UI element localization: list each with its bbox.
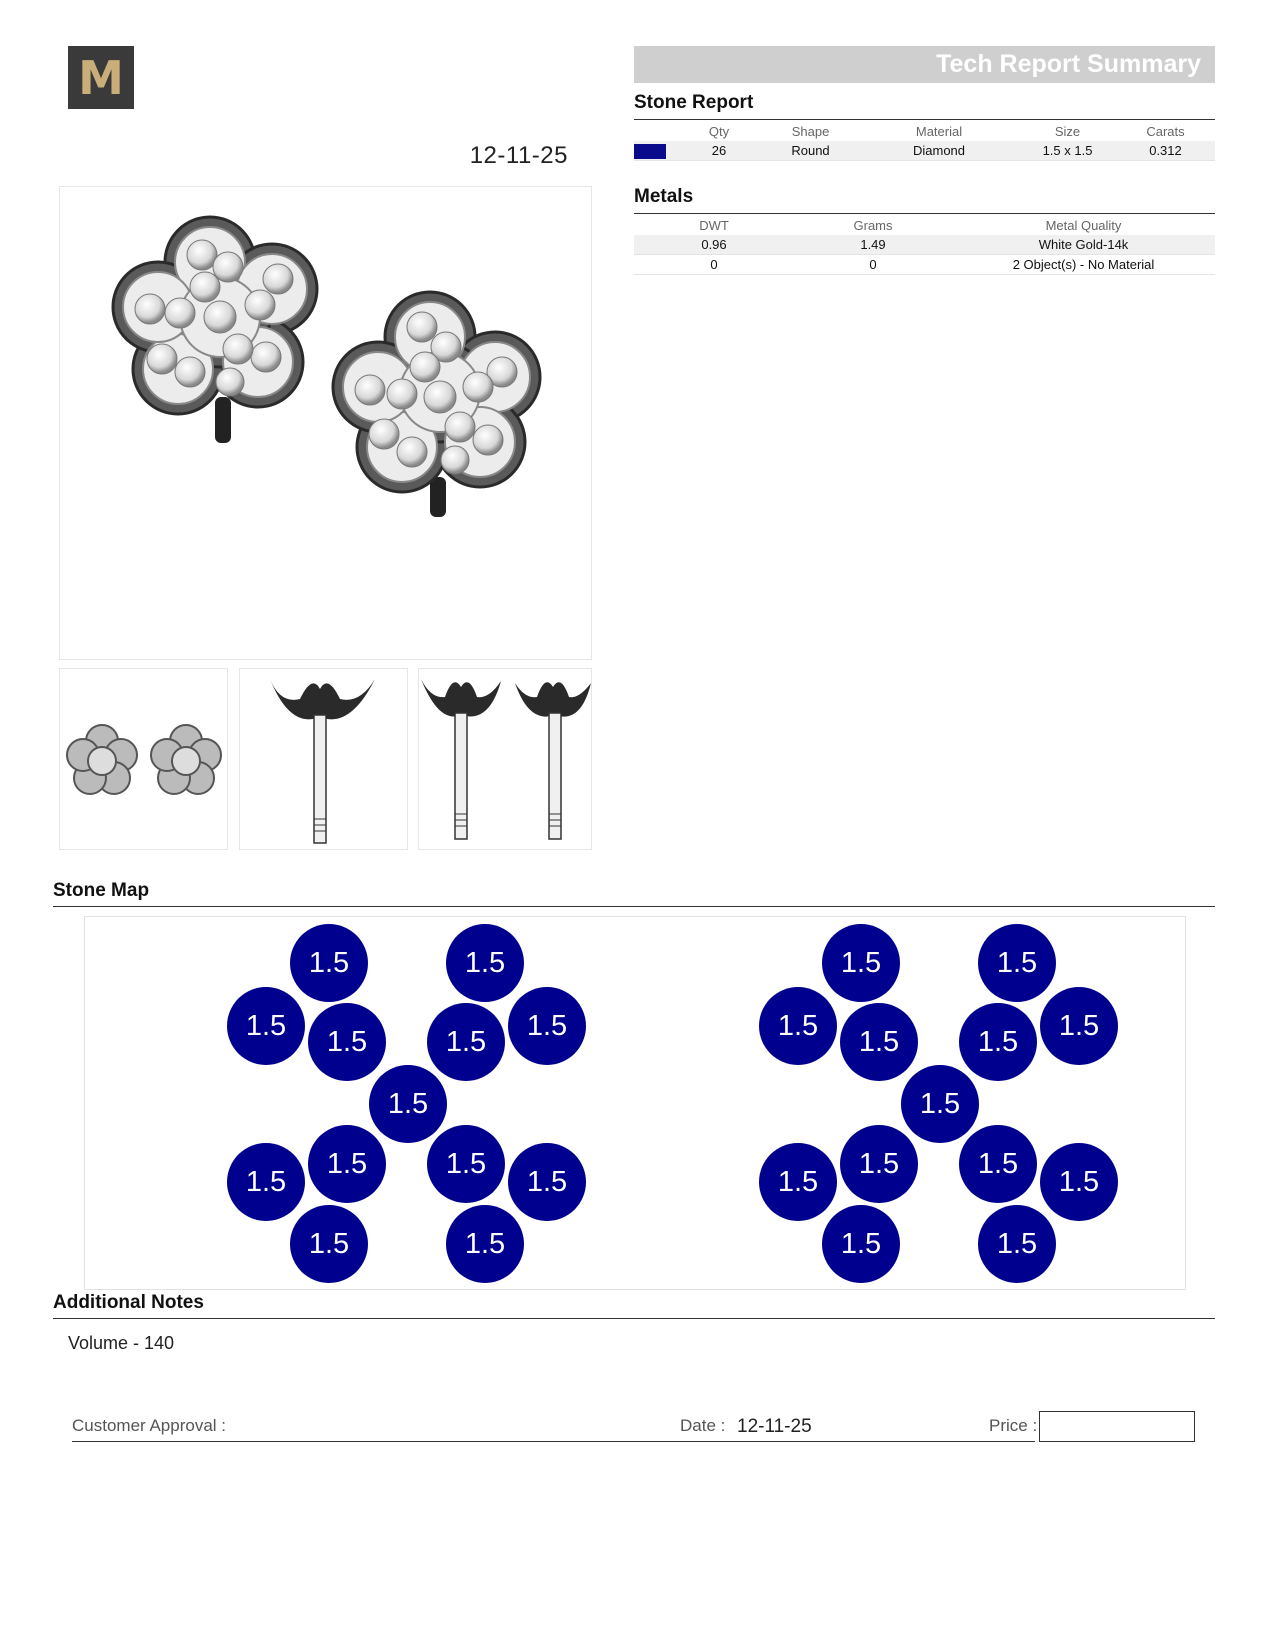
stone-qty: 26	[676, 141, 762, 161]
stone-marker: 1.5	[840, 1125, 918, 1203]
metal-quality: 2 Object(s) - No Material	[952, 254, 1215, 275]
additional-notes-rule	[53, 1318, 1215, 1319]
price-label: Price :	[989, 1416, 1038, 1435]
stone-marker: 1.5	[446, 924, 524, 1002]
approval-date: 12-11-25	[737, 1416, 812, 1437]
stone-size: 1.5 x 1.5	[1019, 141, 1116, 161]
date-label: Date :	[680, 1416, 726, 1435]
stone-marker: 1.5	[290, 924, 368, 1002]
stone-shape: Round	[762, 141, 859, 161]
stone-marker: 1.5	[822, 924, 900, 1002]
stone-carats: 0.312	[1116, 141, 1215, 161]
stone-marker: 1.5	[759, 1143, 837, 1221]
stone-marker: 1.5	[290, 1205, 368, 1283]
stone-marker: 1.5	[369, 1065, 447, 1143]
thumbnail-top-view	[59, 668, 228, 850]
stone-marker: 1.5	[508, 1143, 586, 1221]
stone-marker: 1.5	[308, 1003, 386, 1081]
stone-marker: 1.5	[1040, 1143, 1118, 1221]
column-header: Grams	[853, 217, 893, 233]
stone-marker: 1.5	[978, 924, 1056, 1002]
customer-approval-label: Customer Approval :	[72, 1416, 227, 1435]
metals-rule	[634, 213, 1215, 214]
stone-marker: 1.5	[759, 987, 837, 1065]
logo-letter: M	[78, 50, 124, 105]
report-date: 12-11-25	[469, 142, 568, 169]
stone-marker: 1.5	[227, 1143, 305, 1221]
column-header: Qty	[708, 123, 730, 139]
stone-marker: 1.5	[1040, 987, 1118, 1065]
metal-grams: 0	[794, 254, 952, 275]
stone-marker: 1.5	[959, 1125, 1037, 1203]
metal-quality: White Gold-14k	[952, 235, 1215, 255]
stone-marker: 1.5	[840, 1003, 918, 1081]
stone-report-heading: Stone Report	[634, 92, 754, 113]
stone-material: Diamond	[859, 141, 1019, 161]
stone-marker: 1.5	[901, 1065, 979, 1143]
column-header: Metal Quality	[1045, 217, 1122, 233]
metals-table: DWT Grams Metal Quality 0.96 1.49 White …	[634, 215, 1215, 275]
table-row: 0 0 2 Object(s) - No Material	[634, 254, 1215, 275]
column-header: Shape	[791, 123, 830, 139]
stone-report-header-row: Qty Shape Material Size Carats	[634, 121, 1215, 141]
additional-notes-heading: Additional Notes	[53, 1292, 204, 1313]
column-header: Carats	[1146, 123, 1185, 139]
column-header: Material	[915, 123, 963, 139]
stone-map-rule	[53, 906, 1215, 907]
table-row: 0.96 1.49 White Gold-14k	[634, 235, 1215, 255]
thumbnail-front-view	[418, 668, 592, 850]
metals-heading: Metals	[634, 186, 694, 207]
title-banner: Tech Report Summary	[634, 46, 1215, 83]
metal-dwt: 0.96	[634, 235, 794, 255]
stone-marker: 1.5	[978, 1205, 1056, 1283]
thumbnail-side-view	[239, 668, 408, 850]
stone-report-rule	[634, 119, 1215, 120]
metal-grams: 1.49	[794, 235, 952, 255]
stone-marker: 1.5	[308, 1125, 386, 1203]
main-product-image	[59, 186, 592, 660]
stone-color-swatch	[634, 141, 676, 161]
column-header: DWT	[699, 217, 729, 233]
stone-report-table: Qty Shape Material Size Carats 26 Round …	[634, 121, 1215, 161]
stone-marker: 1.5	[959, 1003, 1037, 1081]
company-logo: M	[68, 46, 134, 109]
signature-line[interactable]	[72, 1441, 1035, 1442]
price-field[interactable]	[1039, 1411, 1195, 1442]
stone-marker: 1.5	[427, 1125, 505, 1203]
page-title: Tech Report Summary	[936, 50, 1201, 78]
table-row: 26 Round Diamond 1.5 x 1.5 0.312	[634, 141, 1215, 161]
metal-dwt: 0	[634, 254, 794, 275]
stone-marker: 1.5	[427, 1003, 505, 1081]
column-header: Size	[1054, 123, 1081, 139]
stone-map-heading: Stone Map	[53, 880, 150, 901]
stone-marker: 1.5	[508, 987, 586, 1065]
metals-header-row: DWT Grams Metal Quality	[634, 215, 1215, 235]
notes-text: Volume - 140	[68, 1333, 175, 1353]
stone-marker: 1.5	[822, 1205, 900, 1283]
stone-marker: 1.5	[446, 1205, 524, 1283]
stone-color-header	[634, 121, 676, 141]
stone-marker: 1.5	[227, 987, 305, 1065]
